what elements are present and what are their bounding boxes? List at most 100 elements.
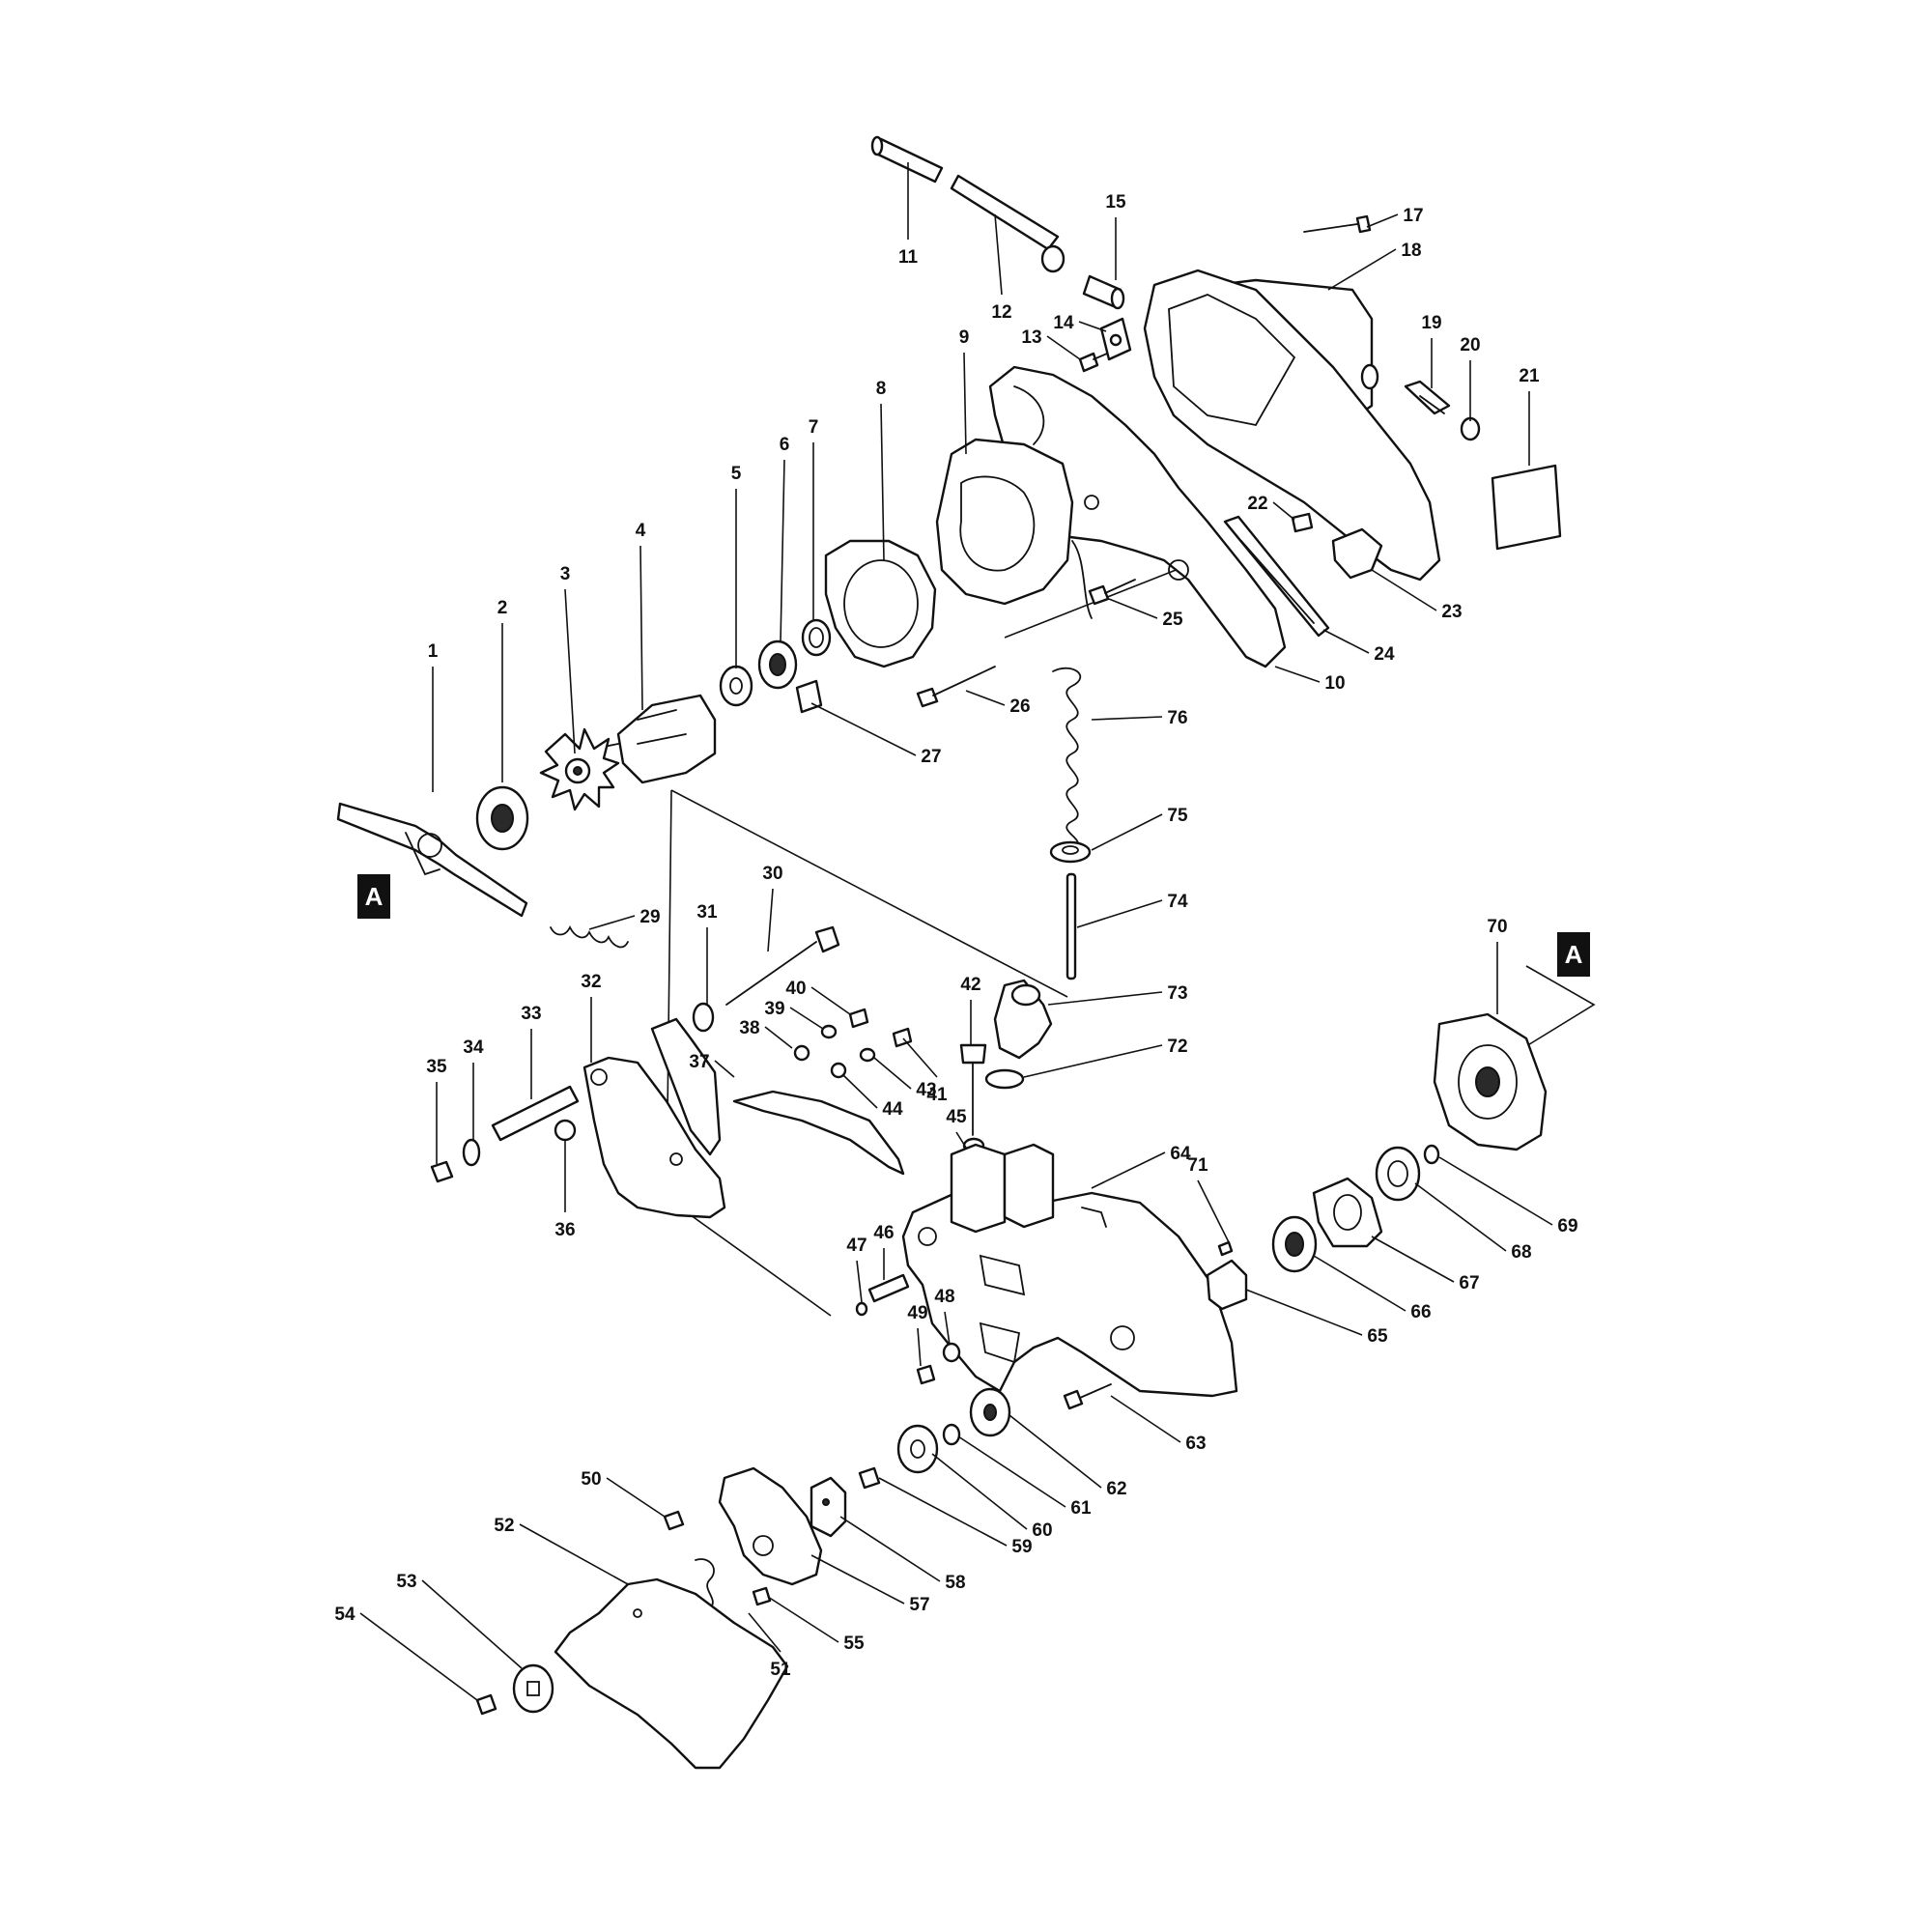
part-label-17: 17 bbox=[1403, 206, 1423, 226]
part-34-washer bbox=[462, 1138, 481, 1167]
part-68-gear bbox=[1375, 1146, 1421, 1202]
part-46-pin bbox=[867, 1273, 910, 1303]
leader-line-6 bbox=[780, 459, 785, 643]
leader-line-75 bbox=[1091, 813, 1163, 851]
leader-line-40 bbox=[810, 986, 851, 1015]
part-label-50: 50 bbox=[581, 1469, 601, 1490]
part-label-72: 72 bbox=[1167, 1037, 1187, 1057]
part-32-arm-bracket bbox=[582, 1017, 726, 1219]
part-64-blade-guard bbox=[901, 1143, 1238, 1398]
leader-line-49 bbox=[917, 1327, 922, 1367]
leader-line-37 bbox=[714, 1060, 735, 1078]
leader-line-22 bbox=[1272, 501, 1295, 521]
part-label-21: 21 bbox=[1519, 366, 1540, 386]
part-label-62: 62 bbox=[1106, 1479, 1126, 1499]
part-19-brush-holder bbox=[1404, 380, 1451, 415]
part-57-plate bbox=[718, 1466, 823, 1586]
leader-line-17 bbox=[1366, 213, 1399, 228]
part-label-69: 69 bbox=[1557, 1216, 1577, 1236]
part-50-bolt bbox=[663, 1510, 685, 1531]
part-62-flange bbox=[969, 1387, 1011, 1437]
part-label-31: 31 bbox=[696, 902, 718, 923]
part-4-armature bbox=[593, 694, 717, 784]
reference-tag-right-text: A bbox=[1565, 940, 1583, 969]
leader-line-25 bbox=[1108, 598, 1158, 619]
part-label-5: 5 bbox=[731, 464, 742, 484]
part-label-1: 1 bbox=[428, 641, 439, 662]
part-label-35: 35 bbox=[426, 1057, 447, 1077]
part-label-49: 49 bbox=[907, 1303, 927, 1323]
leader-lines bbox=[359, 162, 1553, 1701]
leader-line-66 bbox=[1313, 1255, 1406, 1312]
part-label-66: 66 bbox=[1410, 1302, 1431, 1322]
part-55-nut bbox=[752, 1586, 772, 1606]
part-26-screw bbox=[916, 666, 996, 708]
leader-line-59 bbox=[878, 1477, 1008, 1547]
part-54-screw bbox=[475, 1693, 497, 1716]
part-73-elbow bbox=[993, 979, 1053, 1060]
part-label-32: 32 bbox=[581, 972, 601, 992]
part-labels: 1234567891011121314151718192021222324252… bbox=[334, 192, 1577, 1680]
part-58-center-cover bbox=[810, 1476, 847, 1538]
part-label-71: 71 bbox=[1187, 1155, 1208, 1176]
leader-line-38 bbox=[764, 1026, 793, 1049]
leader-line-23 bbox=[1371, 569, 1437, 611]
part-1-wrench bbox=[336, 802, 528, 918]
part-label-30: 30 bbox=[762, 864, 782, 884]
leader-line-8 bbox=[880, 403, 885, 561]
part-label-48: 48 bbox=[934, 1287, 954, 1307]
leader-line-24 bbox=[1322, 629, 1370, 654]
leader-line-73 bbox=[1047, 991, 1163, 1006]
part-30-bolt bbox=[725, 925, 840, 1006]
part-39-washer bbox=[820, 1024, 838, 1039]
part-label-41: 41 bbox=[926, 1085, 948, 1105]
leader-line-57 bbox=[810, 1554, 905, 1605]
part-label-11: 11 bbox=[898, 247, 919, 268]
leader-line-47 bbox=[856, 1260, 863, 1303]
part-label-53: 53 bbox=[396, 1572, 416, 1592]
part-label-59: 59 bbox=[1011, 1537, 1032, 1557]
part-label-54: 54 bbox=[334, 1605, 355, 1625]
leader-line-67 bbox=[1371, 1236, 1455, 1283]
part-42-bolt bbox=[959, 1043, 987, 1136]
part-label-45: 45 bbox=[946, 1107, 967, 1127]
leader-line-61 bbox=[957, 1435, 1066, 1508]
part-60-flange bbox=[896, 1424, 939, 1474]
part-label-46: 46 bbox=[873, 1223, 894, 1243]
part-36-ball bbox=[554, 1119, 577, 1142]
leader-line-74 bbox=[1076, 899, 1163, 928]
leader-line-29 bbox=[588, 915, 636, 930]
leader-line-76 bbox=[1091, 716, 1163, 721]
part-67-bearing-retainer bbox=[1312, 1177, 1383, 1248]
part-7-ring bbox=[801, 618, 832, 657]
part-33-pin bbox=[491, 1085, 580, 1142]
part-53-washer bbox=[512, 1663, 554, 1714]
part-label-4: 4 bbox=[636, 521, 646, 541]
leader-line-54 bbox=[359, 1612, 478, 1701]
part-69-ring bbox=[1423, 1144, 1440, 1165]
part-label-26: 26 bbox=[1009, 696, 1030, 717]
leader-line-72 bbox=[1023, 1044, 1163, 1078]
part-label-51: 51 bbox=[770, 1660, 791, 1680]
part-71-key bbox=[1217, 1240, 1234, 1257]
part-label-13: 13 bbox=[1021, 327, 1041, 348]
part-label-75: 75 bbox=[1167, 806, 1188, 826]
part-17-screw bbox=[1303, 214, 1372, 234]
part-63-bolt bbox=[1063, 1383, 1112, 1410]
part-label-22: 22 bbox=[1247, 494, 1267, 514]
leader-line-12 bbox=[994, 213, 1003, 296]
part-label-37: 37 bbox=[689, 1052, 709, 1072]
part-label-8: 8 bbox=[876, 379, 887, 399]
part-44-nut bbox=[830, 1062, 847, 1079]
part-20-brush-cap bbox=[1460, 416, 1481, 441]
part-label-24: 24 bbox=[1374, 644, 1395, 665]
part-3-fan bbox=[539, 727, 620, 811]
part-label-40: 40 bbox=[785, 979, 806, 999]
part-8-baffle bbox=[824, 539, 937, 668]
leader-line-50 bbox=[606, 1477, 666, 1518]
part-label-15: 15 bbox=[1105, 192, 1126, 213]
leader-line-27 bbox=[810, 702, 917, 756]
part-label-25: 25 bbox=[1162, 610, 1183, 630]
part-label-55: 55 bbox=[843, 1634, 865, 1654]
part-59-bolt bbox=[858, 1466, 881, 1490]
